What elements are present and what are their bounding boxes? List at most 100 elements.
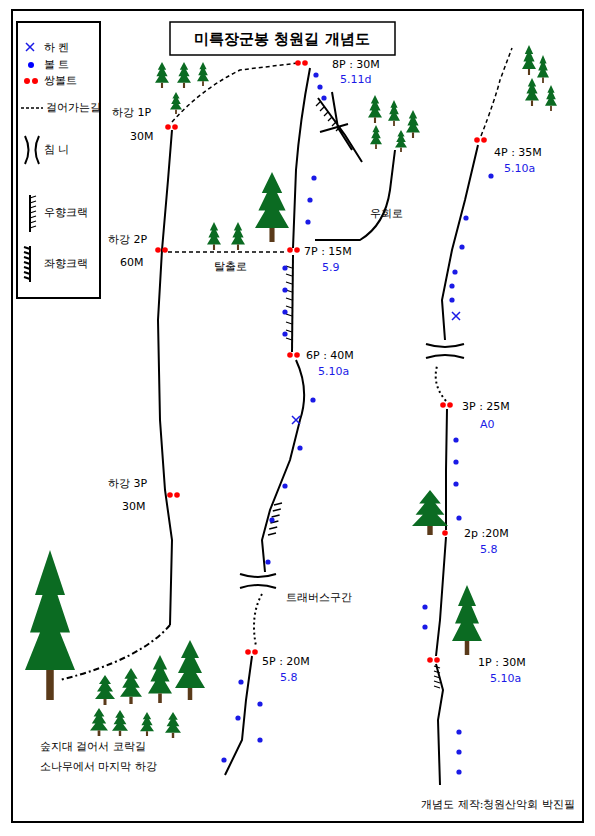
grade-label: 5.8: [480, 543, 498, 556]
pitch-label: 소나무에서 마지막 하강: [40, 760, 157, 773]
pitch-label: 우회로: [370, 207, 403, 220]
legend-dot: [32, 78, 38, 84]
route-stroke: [286, 282, 292, 284]
route-stroke: [174, 492, 180, 498]
legend-text: 하 켄: [44, 41, 70, 54]
legend-text: 좌향크랙: [44, 257, 88, 270]
route-stroke: [456, 515, 461, 520]
route-stroke: [286, 330, 292, 332]
grade-label: 5.10a: [504, 162, 535, 175]
route-stroke: [268, 533, 276, 535]
route-stroke: [452, 269, 457, 274]
route-stroke: [388, 100, 400, 126]
route-stroke: [481, 137, 487, 143]
route-stroke: [446, 409, 447, 530]
haken-marks: [292, 312, 460, 424]
route-stroke: [155, 247, 161, 253]
route-stroke: [25, 136, 39, 164]
pine-trees: [25, 45, 557, 738]
route-stroke: [60, 625, 170, 680]
route-lines: [60, 48, 512, 785]
route-stroke: [456, 749, 461, 754]
legend-text: 볼 트: [44, 58, 70, 71]
route-stroke: [207, 222, 221, 250]
route-stroke: [336, 127, 340, 131]
route-stroke: [286, 274, 292, 276]
route-stroke: [155, 62, 169, 88]
pitch-label: 탈출로: [214, 260, 247, 273]
route-stroke: [282, 287, 287, 292]
route-stroke: [225, 656, 252, 775]
route-stroke: [282, 483, 287, 488]
route-stroke: [269, 517, 274, 522]
route-stroke: [265, 559, 270, 564]
route-stroke: [436, 537, 446, 656]
route-stroke: [453, 481, 458, 486]
pitch-label: 30M: [130, 130, 154, 143]
pitch-label: 60M: [120, 256, 144, 269]
legend-dot: [28, 62, 34, 68]
route-stroke: [30, 196, 36, 198]
pitch-label: 숲지대 걸어서 코락길: [40, 740, 146, 753]
legend-text: 걸어가는길: [46, 101, 101, 114]
route-stroke: [24, 257, 30, 259]
route-stroke: [282, 309, 287, 314]
route-stroke: [262, 360, 304, 572]
legend-dot: [24, 78, 30, 84]
route-stroke: [24, 252, 30, 254]
route-stroke: [286, 338, 292, 340]
grade-label: 5.10a: [490, 672, 521, 685]
route-stroke: [525, 78, 539, 106]
legend-frame: [17, 22, 100, 298]
route-stroke: [269, 527, 277, 529]
route-stroke: [522, 45, 536, 75]
route-stroke: [252, 649, 258, 655]
legend-symbols: [21, 43, 43, 282]
route-stroke: [456, 769, 461, 774]
route-stroke: [297, 445, 302, 450]
credit-caption: 개념도 제작:청원산악회 박진필: [421, 798, 575, 811]
route-stroke: [545, 85, 557, 111]
route-stroke: [197, 62, 209, 86]
route-stroke: [481, 48, 512, 136]
route-stroke: [286, 306, 292, 308]
route-stroke: [30, 216, 36, 218]
route-stroke: [273, 509, 281, 511]
route-stroke: [488, 173, 493, 178]
grade-label: 5.8: [280, 671, 298, 684]
route-stroke: [447, 402, 453, 408]
pitch-label: 하강 3P: [108, 477, 147, 490]
bolt-dots: [155, 60, 493, 774]
route-stroke: [30, 206, 36, 208]
route-stroke: [235, 715, 240, 720]
route-stroke: [449, 297, 454, 302]
route-stroke: [295, 60, 301, 66]
route-stroke: [456, 729, 461, 734]
route-stroke: [30, 221, 36, 223]
route-stroke: [24, 267, 30, 269]
route-stroke: [412, 490, 448, 535]
route-stroke: [29, 195, 31, 232]
route-stroke: [311, 175, 316, 180]
route-stroke: [25, 550, 75, 700]
route-stroke: [286, 314, 292, 316]
route-stroke: [162, 247, 168, 253]
route-stroke: [406, 110, 420, 138]
pitch-label: 8P : 30M: [332, 58, 380, 71]
route-stroke: [422, 604, 427, 609]
route-stroke: [294, 352, 300, 358]
pitch-label: 3P : 25M: [462, 400, 510, 413]
pitch-label: 트래버스구간: [286, 591, 352, 604]
grade-label: A0: [480, 418, 495, 431]
route-stroke: [165, 712, 181, 738]
route-stroke: [112, 710, 128, 736]
route-stroke: [245, 649, 251, 655]
grade-label: 5.11d: [340, 73, 371, 86]
page-frame: [12, 10, 583, 822]
route-stroke: [257, 701, 262, 706]
route-stroke: [172, 63, 298, 122]
route-stroke: [24, 272, 30, 274]
route-stroke: [282, 331, 287, 336]
route-stroke: [26, 43, 34, 51]
